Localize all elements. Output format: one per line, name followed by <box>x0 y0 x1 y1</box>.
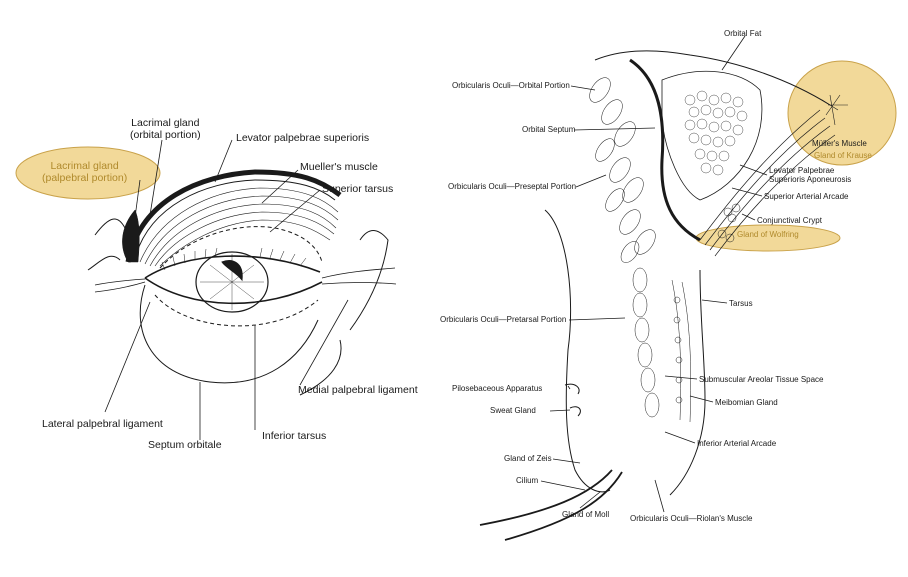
sweat-gland-mark <box>569 406 581 417</box>
levator-fibers <box>139 187 339 267</box>
label-inferior-arcade: Inferior Arterial Arcade <box>697 439 777 448</box>
orbital-septum-line <box>629 58 701 242</box>
lacrimal-gland-shape <box>122 209 140 263</box>
label-cilium: Cilium <box>516 476 539 485</box>
label-septum-orbitale: Septum orbitale <box>148 439 222 451</box>
lateral-ligament <box>94 278 146 293</box>
iris-lines <box>200 254 264 310</box>
label-levator-aponeurosis: Levator Palpebrae Superioris Aponeurosis <box>769 166 852 185</box>
pilosebaceous-mark <box>564 383 580 395</box>
label-levator: Levator palpebrae superioris <box>236 132 370 144</box>
orbital-bone-outline <box>87 218 389 396</box>
label-meibomian: Meibomian Gland <box>715 398 778 407</box>
orbicularis-bundles <box>589 77 660 418</box>
label-gland-wolfring: Gland of Wolfring <box>737 230 799 239</box>
label-orbital-septum: Orbital Septum <box>522 125 576 134</box>
top-tissue <box>594 50 831 106</box>
label-conjunctival-crypt: Conjunctival Crypt <box>757 216 822 225</box>
label-medial-ligament: Medial palpebral ligament <box>298 384 418 396</box>
superior-tarsus-outline <box>159 226 323 269</box>
levator-dark-band <box>125 169 342 263</box>
skin-outline <box>544 209 611 493</box>
label-gland-zeis: Gland of Zeis <box>504 454 552 463</box>
label-superior-arcade: Superior Arterial Arcade <box>764 192 849 201</box>
right-eyelid-section <box>479 35 897 541</box>
label-oo-pretarsal: Orbicularis Oculi—Pretarsal Portion <box>440 315 567 324</box>
orbital-fat-region <box>661 70 763 201</box>
label-gland-krause: Gland of Krause <box>814 151 872 160</box>
label-pilosebaceous: Pilosebaceous Apparatus <box>452 384 543 393</box>
right-leader-lines <box>540 35 768 513</box>
label-riolan: Orbicularis Oculi—Riolan's Muscle <box>630 514 753 523</box>
left-leader-lines <box>104 139 349 440</box>
septum-orbitale-outline <box>139 284 319 384</box>
highlight-lacrimal-palpebral <box>15 146 161 200</box>
label-oo-preseptal: Orbicularis Oculi—Preseptal Portion <box>448 182 577 191</box>
iris <box>195 251 269 313</box>
label-sweat-gland: Sweat Gland <box>490 406 536 415</box>
label-oo-orbital: Orbicularis Oculi—Orbital Portion <box>452 81 570 90</box>
eyelid-lower-margin <box>144 277 323 305</box>
label-inferior-tarsus: Inferior tarsus <box>262 430 327 442</box>
highlight-gland-krause <box>787 60 897 166</box>
medial-ligament <box>321 267 397 285</box>
meibomian-glands <box>671 279 691 423</box>
label-muller: Müller's Muscle <box>812 139 867 148</box>
aponeurosis-lines <box>699 109 836 257</box>
label-lacrimal-orbital: Lacrimal gland (orbital portion) <box>130 117 201 142</box>
fat-lobules <box>684 90 748 176</box>
label-lateral-ligament: Lateral palpebral ligament <box>42 418 163 430</box>
left-eye-diagram <box>15 139 397 440</box>
label-tarsus: Tarsus <box>729 299 753 308</box>
label-superior-tarsus: Superior tarsus <box>322 183 394 195</box>
label-lacrimal-palpebral: Lacrimal gland (palpebral portion) <box>42 160 128 185</box>
lashes <box>161 247 307 271</box>
inferior-tarsus-outline <box>154 294 319 327</box>
gland-krause-sketch <box>821 94 848 126</box>
eyelid-upper-margin <box>144 255 321 279</box>
label-mueller: Mueller's muscle <box>300 161 378 173</box>
cilia <box>479 469 623 541</box>
gland-wolfring-sketch <box>717 203 741 243</box>
label-gland-moll: Gland of Moll <box>562 510 610 519</box>
label-orbital-fat: Orbital Fat <box>724 29 762 38</box>
label-submuscular: Submuscular Areolar Tissue Space <box>699 375 824 384</box>
